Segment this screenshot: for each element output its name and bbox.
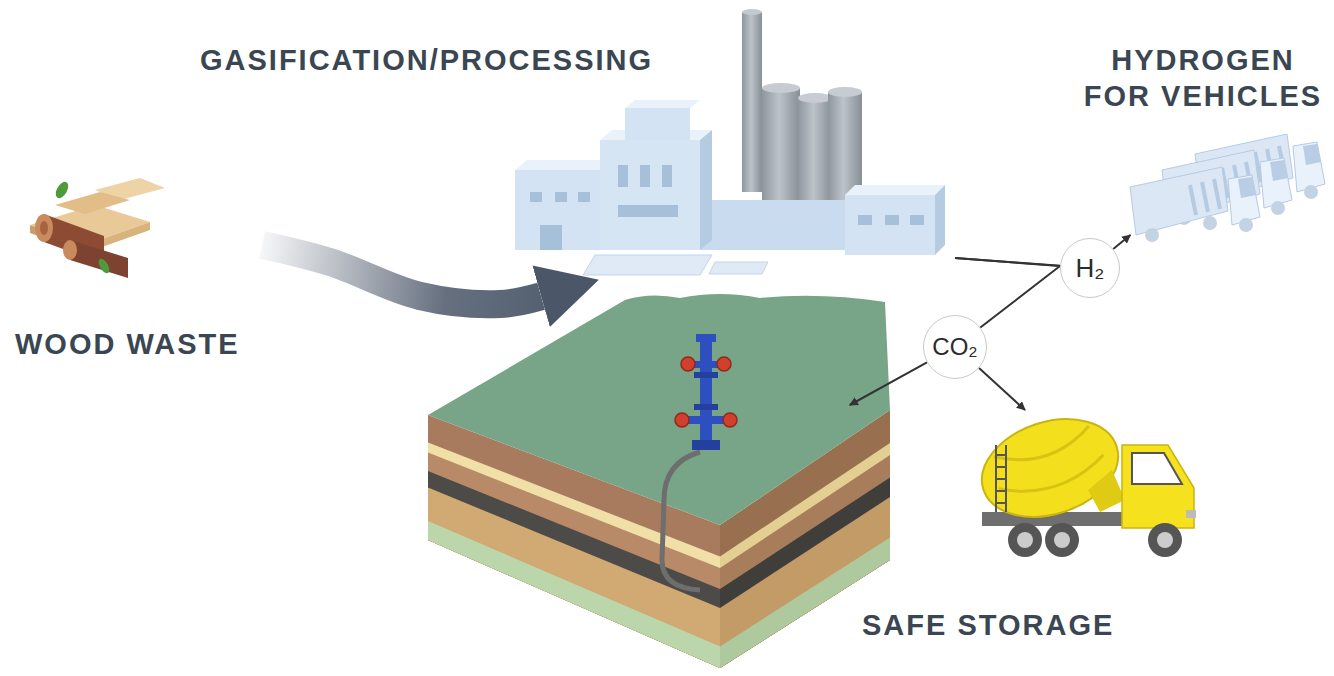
wellhead xyxy=(684,416,728,424)
mixer-drum xyxy=(969,403,1131,534)
chimney xyxy=(742,12,762,192)
source-label: WOOD WASTE xyxy=(10,160,262,372)
wellhead xyxy=(694,372,718,378)
wheel-hub xyxy=(1017,532,1033,548)
process-label: GASIFICATION/PROCESSING xyxy=(195,30,955,285)
window xyxy=(555,192,567,202)
valve-wheel xyxy=(681,357,695,371)
window xyxy=(530,192,542,202)
rock-layer xyxy=(428,521,720,668)
ground-pad xyxy=(709,262,768,274)
well-pipe xyxy=(662,452,700,590)
truck-cab xyxy=(1122,445,1194,528)
ladder-rung xyxy=(996,502,1006,504)
rock-layer xyxy=(720,497,890,668)
log-end xyxy=(63,240,77,260)
window xyxy=(910,215,924,225)
window xyxy=(578,192,590,202)
ladder-rung xyxy=(996,490,1006,492)
wellhead xyxy=(700,340,712,450)
log-ring xyxy=(40,221,48,235)
door xyxy=(540,225,562,250)
wellhead xyxy=(692,440,720,450)
building xyxy=(515,170,600,250)
leaf xyxy=(97,257,112,275)
ladder-rung xyxy=(996,454,1006,456)
window xyxy=(618,205,678,217)
hydrogen-truck xyxy=(1130,167,1260,242)
ground-pad xyxy=(583,255,712,275)
wood-waste-icon xyxy=(30,178,165,278)
building-side xyxy=(935,185,945,255)
building xyxy=(625,108,690,140)
rock-layer xyxy=(428,488,720,669)
wheel xyxy=(1045,523,1079,557)
connectors xyxy=(262,235,1130,405)
window xyxy=(662,165,672,187)
truck-window xyxy=(1132,453,1182,484)
hydrogen-trucks xyxy=(1130,134,1325,242)
valve-wheel xyxy=(675,413,689,427)
storage-label: SAFE STORAGE xyxy=(420,405,1210,655)
wheel-hub xyxy=(1054,532,1070,548)
roof xyxy=(625,100,700,108)
stage-label: WOOD WASTE xyxy=(15,326,240,362)
stage-label: HYDROGEN FOR VEHICLES xyxy=(1079,42,1327,115)
ground-surface xyxy=(428,294,890,525)
truck-light xyxy=(1186,510,1196,518)
drum-stripe xyxy=(994,426,1094,471)
valve-wheel xyxy=(723,413,737,427)
window xyxy=(858,215,872,225)
leader-arrow xyxy=(979,368,1025,410)
building xyxy=(700,200,845,250)
mixer-drum xyxy=(969,403,1131,534)
ladder xyxy=(996,445,1006,512)
chemical-formula: H₂ xyxy=(1076,252,1105,285)
ladder-rung xyxy=(996,478,1006,480)
connector-arrow xyxy=(850,362,927,405)
log xyxy=(70,240,128,278)
wellhead xyxy=(694,404,718,410)
plank xyxy=(55,192,130,214)
flow-arrow xyxy=(262,245,541,304)
ladder-rung xyxy=(996,466,1006,468)
rock-layer xyxy=(720,538,890,669)
stage-label: SAFE STORAGE xyxy=(862,607,1114,643)
roof xyxy=(845,185,945,195)
product-label: HYDROGEN FOR VEHICLES xyxy=(1076,36,1330,235)
silo-top xyxy=(798,93,832,103)
product-circle: H₂ xyxy=(1060,238,1120,298)
window xyxy=(618,165,628,187)
window xyxy=(640,165,650,187)
silo-top xyxy=(828,87,862,97)
stage-label: GASIFICATION/PROCESSING xyxy=(200,42,653,78)
drum-stand xyxy=(1088,470,1125,512)
chemical-formula: CO₂ xyxy=(932,332,977,362)
product-circle: CO₂ xyxy=(923,315,987,379)
cement-truck xyxy=(969,403,1196,557)
leaf xyxy=(53,180,71,201)
connector-line xyxy=(955,258,1060,327)
connector-arrow xyxy=(1113,235,1130,249)
log-end xyxy=(35,214,53,242)
wheel xyxy=(1148,523,1182,557)
wellhead xyxy=(696,334,716,342)
building xyxy=(845,195,935,255)
geological-storage xyxy=(428,294,890,668)
wheel-hub xyxy=(1157,532,1173,548)
silo-top xyxy=(762,83,800,93)
window xyxy=(885,215,899,225)
valve-wheel xyxy=(717,357,731,371)
building xyxy=(600,140,700,250)
chimney-top xyxy=(742,9,762,15)
building-side xyxy=(700,130,712,250)
wheel xyxy=(1008,523,1042,557)
roof xyxy=(515,160,610,170)
